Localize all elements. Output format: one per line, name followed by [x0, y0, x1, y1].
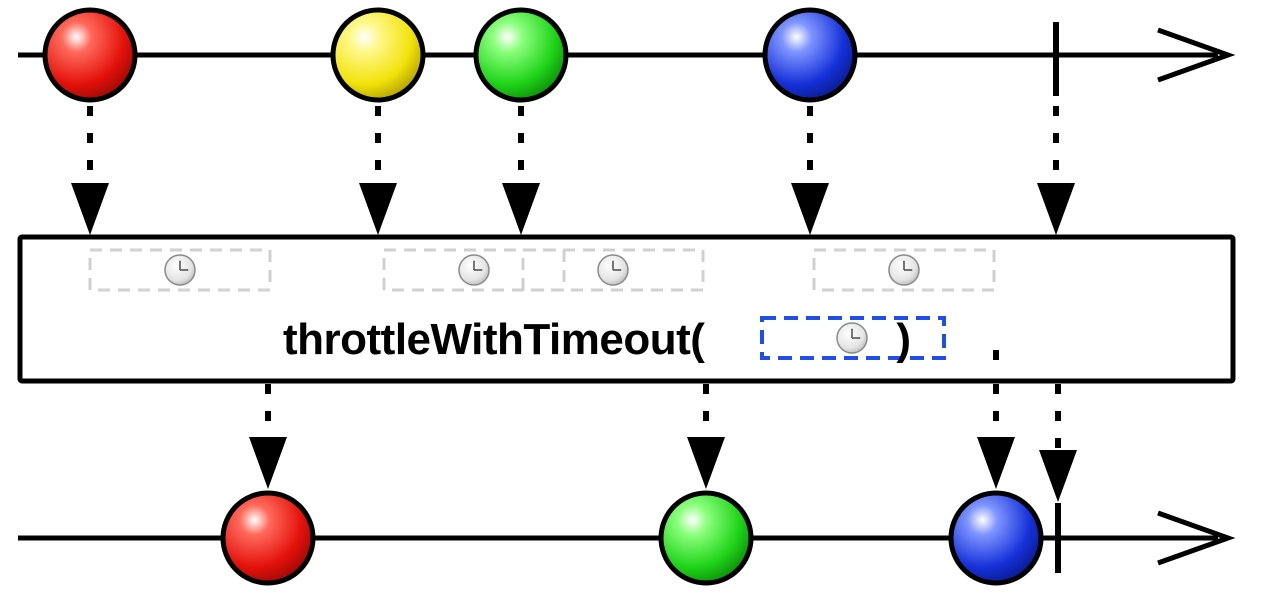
parameter-slot [708, 320, 892, 360]
open-paren: ( [690, 315, 705, 364]
operator-label: throttleWithTimeout() [283, 312, 911, 368]
timeout-window-4 [812, 248, 996, 292]
output-arrow-1 [249, 384, 287, 489]
clock-icon [164, 254, 196, 286]
emission-arrows [71, 106, 1077, 502]
timeout-window-3 [521, 248, 705, 292]
clock-icon [836, 322, 868, 354]
clock-icon [458, 254, 490, 286]
input-arrow-2 [359, 106, 397, 235]
operator-box [17, 234, 1236, 384]
input-arrow-4 [791, 106, 829, 235]
clock-icon [597, 254, 629, 286]
result-timeline [18, 503, 1236, 573]
source-marble-red [42, 7, 138, 103]
input-arrow-3-head [502, 183, 540, 235]
timeout-windows [88, 248, 996, 292]
output-arrow-3 [977, 384, 1015, 489]
timeout-window-2 [382, 248, 566, 292]
timeout-window-1 [88, 248, 272, 292]
result-timeline-arrowhead [1157, 510, 1236, 566]
output-arrow-3-head [977, 437, 1015, 489]
source-timeline-arrowhead [1157, 27, 1236, 83]
result-marble-blue [948, 490, 1044, 586]
source-marble-blue [762, 7, 858, 103]
input-arrow-1-head [71, 183, 109, 235]
result-marble-red [220, 490, 316, 586]
input-arrow-completion [1037, 106, 1075, 235]
output-arrow-2 [687, 384, 725, 489]
timeout-parameter-box [760, 316, 946, 360]
timeout-parameter [760, 316, 946, 360]
close-paren: ) [896, 315, 911, 364]
output-arrow-2-head [687, 437, 725, 489]
input-arrow-4-head [791, 183, 829, 235]
source-marble-yellow [330, 7, 426, 103]
input-arrow-completion-head [1037, 183, 1075, 235]
source-timeline [18, 22, 1236, 96]
input-arrow-3 [502, 106, 540, 235]
output-arrow-completion [1039, 384, 1077, 502]
input-arrow-2-head [359, 183, 397, 235]
clock-icon [888, 254, 920, 286]
source-marbles [42, 7, 858, 103]
input-arrow-1 [71, 106, 109, 235]
output-arrow-completion-head [1039, 450, 1077, 502]
output-arrow-1-head [249, 437, 287, 489]
source-marble-green [473, 7, 569, 103]
result-marbles [220, 490, 1044, 586]
operator-name: throttleWithTimeout [283, 315, 691, 364]
result-marble-green [658, 490, 754, 586]
